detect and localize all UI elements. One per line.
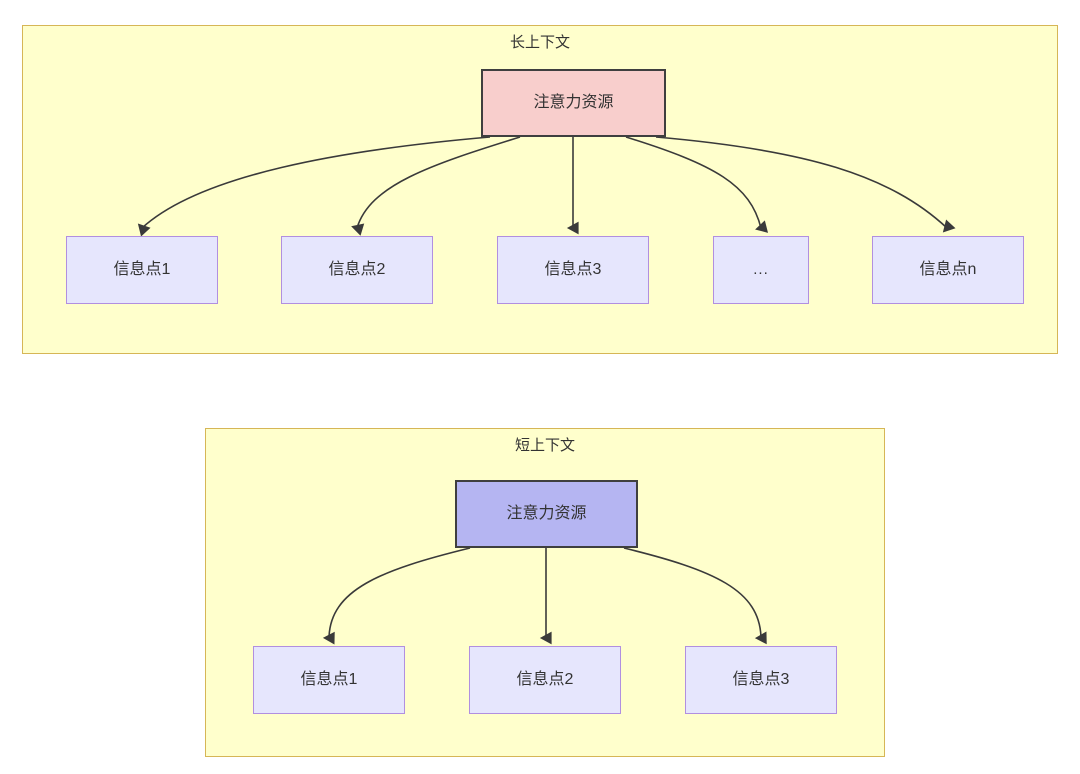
short-context-attention-node[interactable]: 注意力资源 [455, 480, 638, 548]
short-context-info-node-2[interactable]: 信息点2 [469, 646, 621, 714]
long-context-info-node-3[interactable]: 信息点3 [497, 236, 649, 304]
long-context-info-node-n[interactable]: 信息点n [872, 236, 1024, 304]
long-context-attention-node[interactable]: 注意力资源 [481, 69, 666, 137]
short-context-info-node-3[interactable]: 信息点3 [685, 646, 837, 714]
short-context-title: 短上下文 [514, 437, 576, 454]
short-context-info-node-1[interactable]: 信息点1 [253, 646, 405, 714]
long-context-info-node-1[interactable]: 信息点1 [66, 236, 218, 304]
long-context-info-node-2[interactable]: 信息点2 [281, 236, 433, 304]
long-context-info-node-ellipsis[interactable]: ... [713, 236, 809, 304]
long-context-title: 长上下文 [509, 34, 571, 51]
